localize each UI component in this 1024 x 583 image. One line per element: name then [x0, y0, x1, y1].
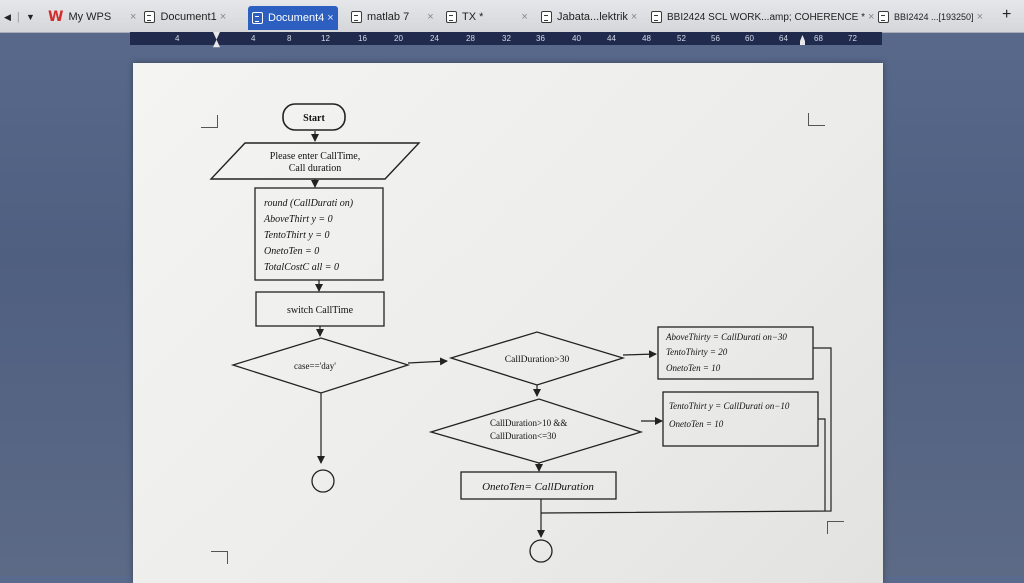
close-icon[interactable]: ×	[868, 11, 875, 23]
start-terminal[interactable]: Start	[282, 103, 346, 131]
init-line: TentoThirt y = 0	[264, 230, 330, 241]
menu-arrow-icon[interactable]: ◀|	[4, 11, 20, 23]
wps-logo-icon: W	[48, 9, 64, 25]
ruler-number: 72	[848, 34, 857, 43]
ruler-number: 8	[287, 34, 292, 43]
close-icon[interactable]: ×	[976, 11, 984, 23]
ruler-number: 52	[677, 34, 686, 43]
duration-10-to-30-decision[interactable]: CallDuration>10 && CallDuration<=30	[428, 398, 644, 464]
ruler-number: 12	[321, 34, 330, 43]
ruler-number: 24	[430, 34, 439, 43]
tab-label: TX *	[462, 11, 484, 23]
close-icon[interactable]: ×	[327, 12, 334, 24]
case-day-decision[interactable]: case=='day'	[230, 337, 411, 394]
left-indent-marker[interactable]	[213, 32, 220, 48]
switch-box[interactable]: switch CallTime	[255, 291, 385, 327]
tab-tx[interactable]: TX * ×	[446, 6, 528, 28]
close-icon[interactable]: ×	[219, 11, 227, 23]
document-icon	[252, 12, 263, 24]
tab-label: BBI2424 SCL WORK...amp; COHERENCE *	[667, 11, 866, 23]
merge-line	[818, 418, 826, 511]
above-line: OnetoTen = 10	[666, 363, 721, 373]
close-icon[interactable]: ×	[521, 11, 528, 23]
tento-line: OnetoTen = 10	[669, 419, 724, 429]
ruler-number: 28	[466, 34, 475, 43]
document-icon	[351, 11, 362, 23]
cond2-label-line1: CallDuration>10 &&	[490, 418, 567, 428]
tento-line: TentoThirt y = CallDurati on−10	[669, 401, 790, 411]
init-process-box[interactable]: round (CallDurati on) AboveThirt y = 0 T…	[254, 187, 384, 281]
tab-document4[interactable]: Document4 ×	[248, 6, 338, 30]
tab-document1[interactable]: × Document1 ×	[130, 6, 226, 28]
document-icon	[446, 11, 457, 23]
above-line: AboveThirty = CallDurati on−30	[665, 332, 787, 342]
document-icon	[651, 11, 662, 23]
ruler-number: 4	[175, 34, 180, 43]
corner-mark	[827, 521, 844, 534]
cond2-label-line2: CallDuration<=30	[490, 431, 557, 441]
flowchart: Start Please enter CallTime, Call durati…	[209, 103, 832, 563]
close-icon[interactable]: ×	[130, 11, 137, 23]
input-text-line1: Please enter CallTime,	[270, 151, 360, 162]
tab-matlab[interactable]: matlab 7 ×	[351, 6, 434, 28]
document-icon	[878, 11, 889, 23]
ruler-number: 16	[358, 34, 367, 43]
right-indent-marker[interactable]	[800, 35, 805, 45]
ruler-number: 60	[745, 34, 754, 43]
ruler-number: 4	[251, 34, 256, 43]
duration-over-30-decision[interactable]: CallDuration>30	[448, 331, 626, 386]
horizontal-ruler[interactable]: 4 4 8 12 16 20 24 28 32 36 40 44 48 52 5…	[130, 32, 882, 48]
ruler-number: 56	[711, 34, 720, 43]
above-thirty-box[interactable]: AboveThirty = CallDurati on−30 TentoThir…	[657, 326, 814, 380]
document-icon	[144, 11, 156, 23]
tab-jabata[interactable]: Jabata...lektrik ×	[541, 6, 637, 28]
document-page[interactable]: Start Please enter CallTime, Call durati…	[133, 63, 883, 583]
tab-label: Jabata...lektrik	[557, 11, 628, 23]
switch-label: switch CallTime	[287, 305, 354, 316]
corner-mark	[211, 551, 228, 564]
flow-arrow	[407, 357, 448, 366]
corner-mark	[808, 113, 825, 126]
ruler-number: 44	[607, 34, 616, 43]
start-label: Start	[303, 113, 325, 124]
init-line: AboveThirt y = 0	[263, 214, 333, 225]
oneto-ten-label: OnetoTen= CallDuration	[482, 481, 594, 493]
home-tab[interactable]: W My WPS	[48, 6, 111, 28]
ruler-number: 40	[572, 34, 581, 43]
init-line: OnetoTen = 0	[264, 246, 319, 257]
tab-bbi2424-193250[interactable]: BBI2424 ...[193250] ×	[878, 6, 983, 28]
tab-label: BBI2424 ...[193250]	[894, 12, 974, 22]
close-icon[interactable]: ×	[427, 11, 434, 23]
oneto-ten-box[interactable]: OnetoTen= CallDuration	[460, 471, 617, 500]
case-day-label: case=='day'	[294, 361, 336, 371]
corner-mark	[201, 115, 218, 128]
tab-label: Document1	[160, 11, 217, 23]
input-text-line2: Call duration	[289, 163, 342, 174]
ruler-number: 48	[642, 34, 651, 43]
ruler-number: 68	[814, 34, 823, 43]
flow-arrow	[622, 350, 657, 359]
tab-bbi2424-scl[interactable]: BBI2424 SCL WORK...amp; COHERENCE * ×	[651, 6, 874, 28]
ruler-number: 64	[779, 34, 788, 43]
init-line: round (CallDurati on)	[264, 198, 354, 209]
new-tab-button[interactable]: +	[1002, 6, 1012, 23]
tab-label: Document4	[268, 12, 325, 24]
init-line: TotalCostC all = 0	[264, 262, 339, 273]
tab-label: matlab 7	[367, 11, 410, 23]
above-line: TentoThirty = 20	[666, 347, 728, 357]
tab-bar: ◀| ▼ W My WPS × Document1 × Document4 × …	[0, 0, 1024, 33]
close-icon[interactable]: ×	[630, 11, 638, 23]
connector-circle	[311, 469, 335, 493]
ruler-number: 32	[502, 34, 511, 43]
home-tab-label: My WPS	[68, 11, 112, 23]
input-parallelogram[interactable]: Please enter CallTime, Call duration	[209, 142, 421, 180]
ruler-number: 20	[394, 34, 403, 43]
ruler-number: 36	[536, 34, 545, 43]
cond1-label: CallDuration>30	[505, 355, 570, 365]
connector-circle	[529, 539, 553, 563]
dropdown-arrow-icon[interactable]: ▼	[26, 12, 35, 22]
merge-line	[540, 347, 832, 514]
tento-thirty-box[interactable]: TentoThirt y = CallDurati on−10 OnetoTen…	[662, 391, 819, 447]
document-icon	[541, 11, 552, 23]
